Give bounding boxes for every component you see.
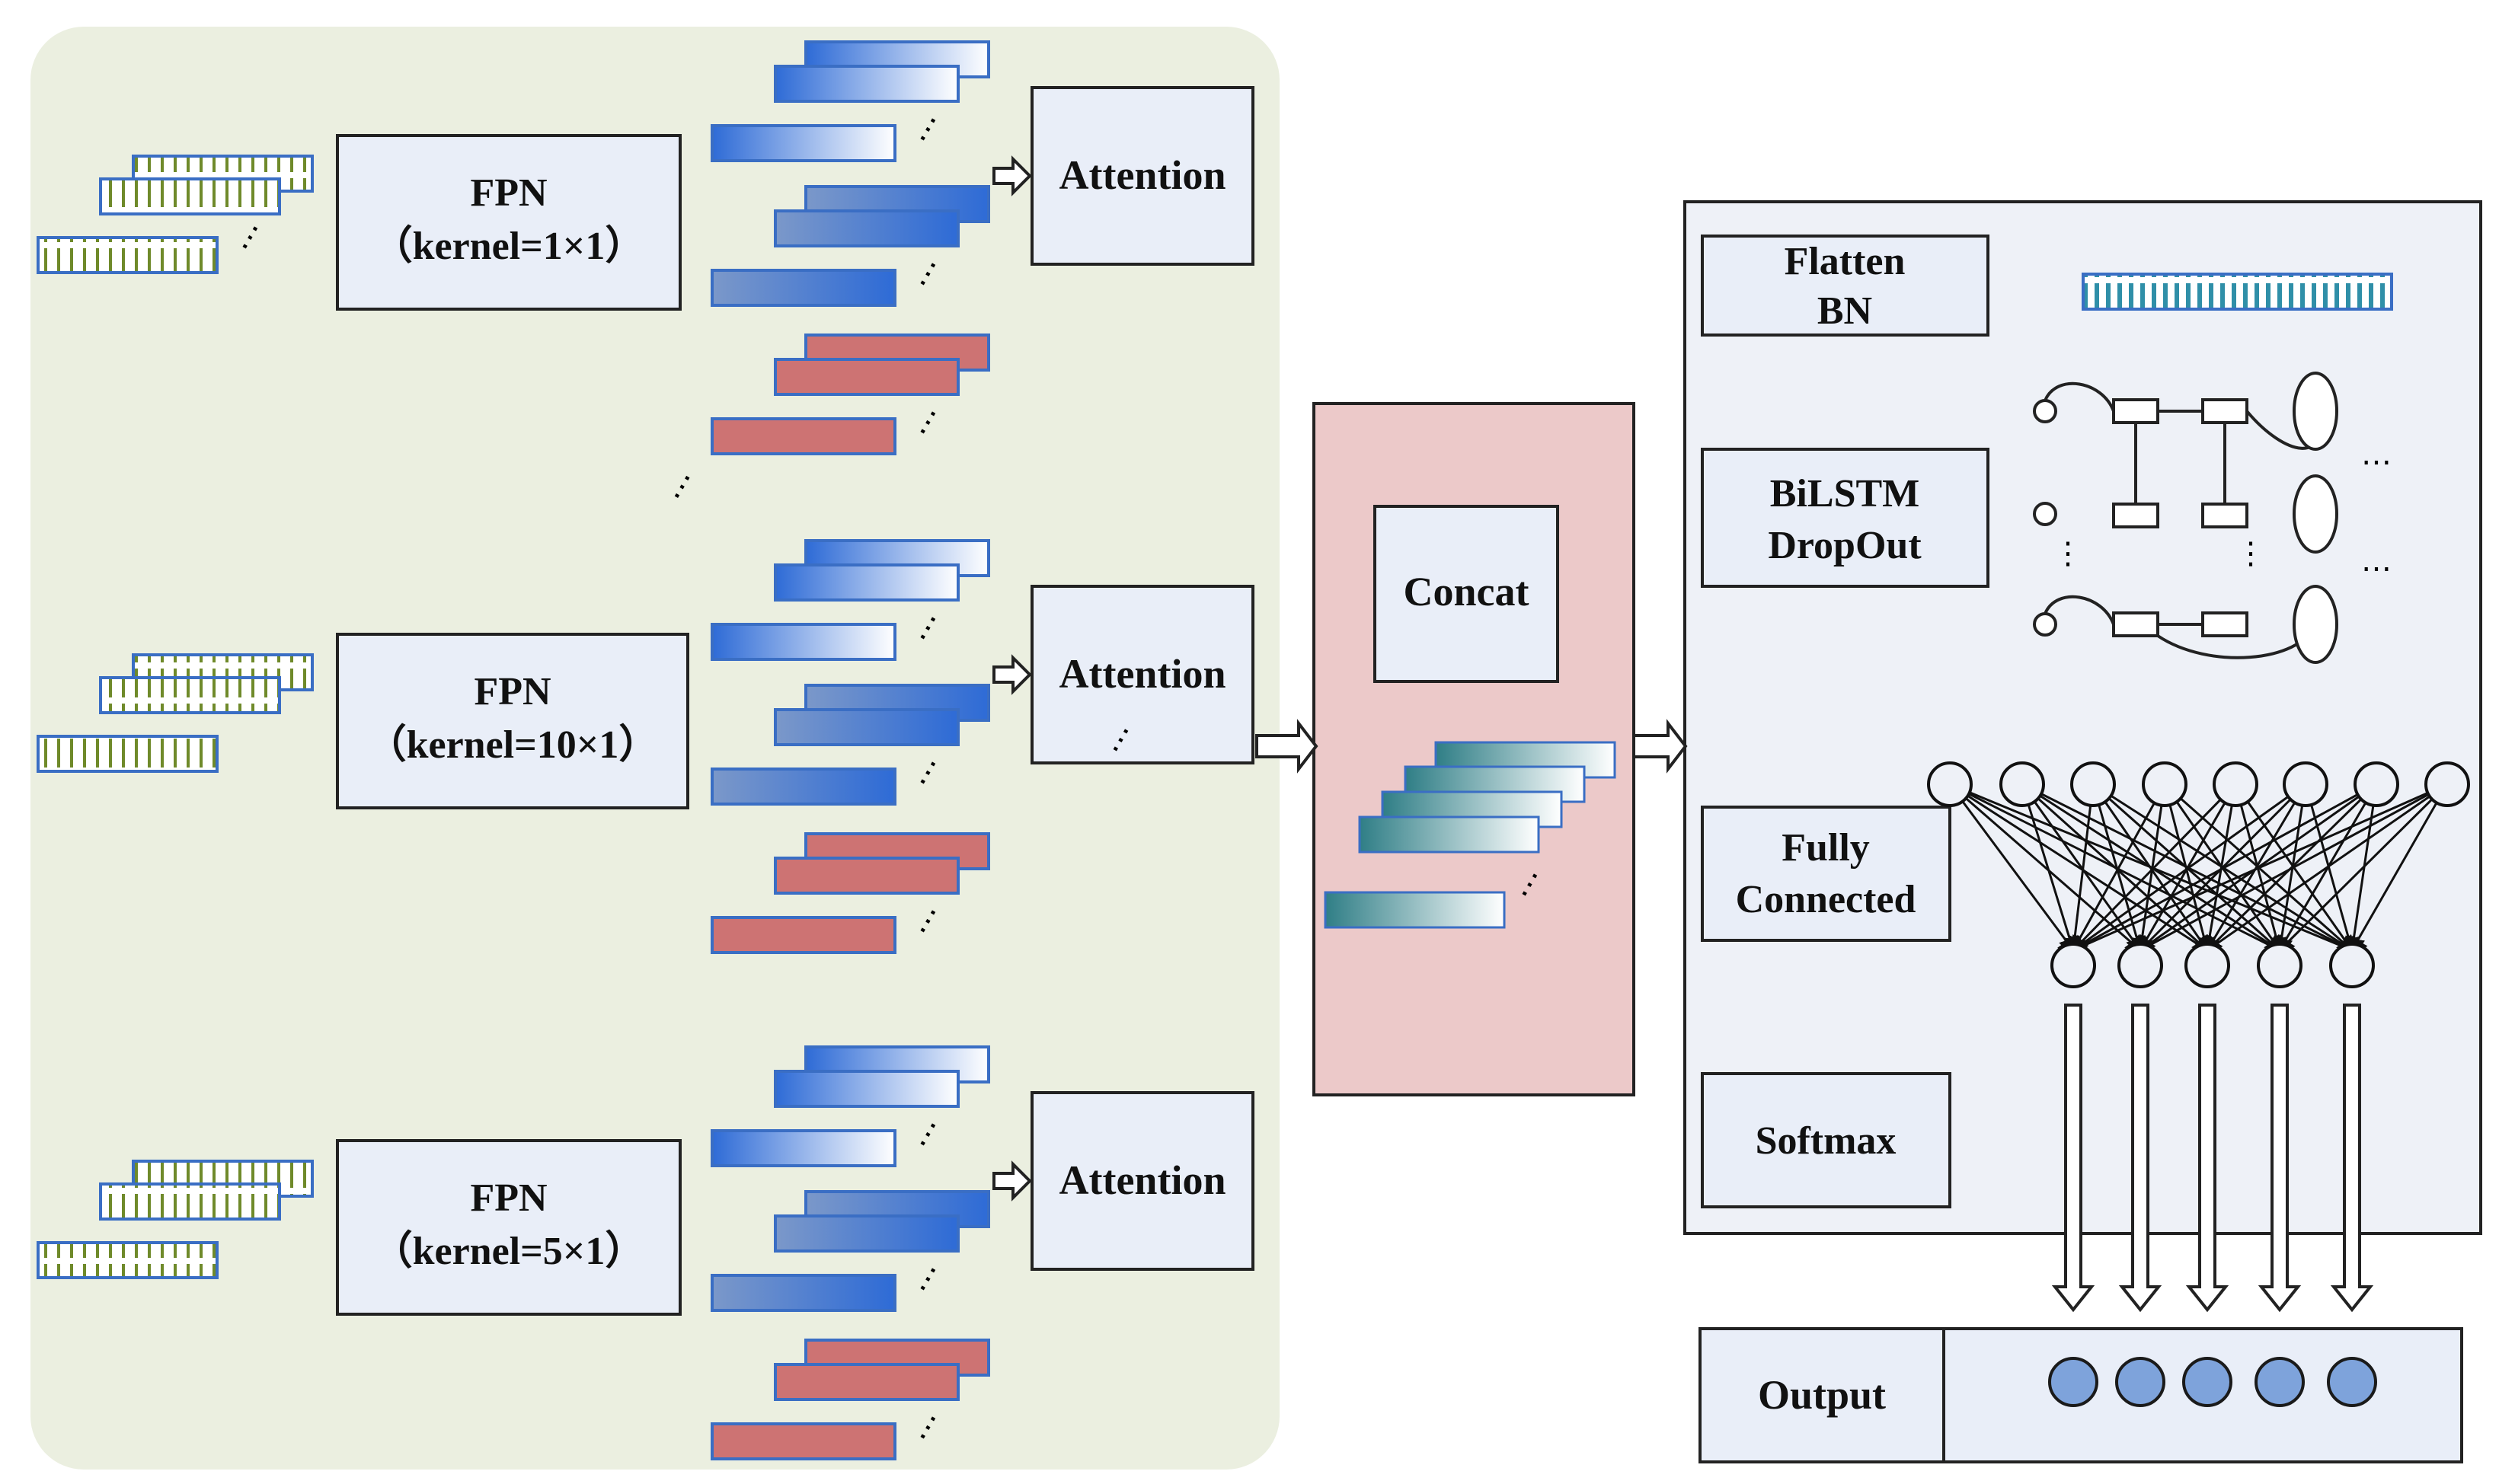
attention-box[interactable] — [1031, 1091, 1254, 1271]
output-node — [2115, 1357, 2165, 1407]
fc-output-node — [2184, 943, 2230, 988]
attention-label: Attention — [1059, 152, 1226, 198]
attention-label: Attention — [1059, 1157, 1226, 1203]
fpn-row-1: …FPN（kernel=1×1）………Attention — [37, 40, 1254, 455]
fpn-title: FPN — [470, 171, 547, 215]
concat-box[interactable] — [1373, 505, 1559, 683]
fpn-box[interactable] — [336, 1139, 682, 1316]
fully-connected-network — [1927, 761, 2470, 988]
fpn-kernel: （kernel=1×1） — [373, 224, 645, 268]
fc-output-node — [2329, 943, 2375, 988]
output-nodes — [2048, 1357, 2377, 1407]
fc-input-node — [2354, 761, 2399, 807]
map-to-attention-arrow — [992, 155, 1032, 196]
softmax-label: Softmax — [1756, 1119, 1897, 1163]
fully-connected-box[interactable] — [1701, 806, 1951, 942]
fc-input-node — [2213, 761, 2258, 807]
bilstm-ellipsis-1: … — [2361, 437, 2392, 472]
fpn-box[interactable] — [336, 633, 689, 809]
attention-to-concat-arrow — [1255, 719, 1318, 774]
bilstm-dropout-box[interactable] — [1701, 448, 1989, 588]
output-node — [2048, 1357, 2098, 1407]
input-feature-maps: … — [37, 714, 1136, 1279]
fpn-row-3: …FPN （kernel=5×1） ……… Attention — [37, 714, 1254, 1460]
map-to-attention-arrow — [992, 1160, 1032, 1202]
output-node — [2182, 1357, 2232, 1407]
concat-to-classifier-arrow — [1632, 719, 1688, 774]
fpn-kernel: （kernel=10×1） — [367, 723, 659, 767]
softmax-box[interactable] — [1701, 1072, 1951, 1208]
attention-box[interactable] — [1031, 86, 1254, 266]
input-feature-maps: … — [37, 461, 698, 773]
attention-label: Attention — [1059, 651, 1226, 697]
bilstm-ellipsis-2: … — [2361, 544, 2392, 579]
fc-output-node — [2257, 943, 2302, 988]
fpn-output-maps: ……… — [711, 539, 990, 954]
fc-output-node — [2050, 943, 2096, 988]
softmax-to-output-arrows — [2051, 1004, 2374, 1313]
fc-output-node — [2117, 943, 2163, 988]
connected-label: Connected — [1736, 878, 1916, 921]
flatten-label: Flatten — [1785, 240, 1906, 283]
map-to-attention-arrow — [992, 654, 1032, 695]
fc-input-node — [2070, 761, 2116, 807]
bilstm-vellipsis-2: ⋮ — [2235, 536, 2266, 571]
fpn-output-maps: ……… — [711, 40, 990, 455]
dropout-label: DropOut — [1768, 524, 1922, 567]
output-node — [2255, 1357, 2305, 1407]
fc-input-node — [2142, 761, 2187, 807]
concat-feature-maps: … — [1324, 741, 1616, 929]
fpn-kernel: （kernel=5×1） — [373, 1229, 645, 1273]
bilstm-vellipsis-1: ⋮ — [2053, 536, 2083, 571]
fpn-row-2: …FPN （kernel=10×1） ……… Attention — [37, 461, 1254, 954]
fpn-box[interactable] — [336, 134, 682, 311]
fpn-title: FPN — [474, 670, 551, 713]
fc-input-node — [1999, 761, 2045, 807]
concat-label: Concat — [1404, 569, 1529, 614]
bilstm-label: BiLSTM — [1770, 472, 1920, 515]
bn-label: BN — [1817, 289, 1872, 333]
fpn-output-maps: ……… — [711, 1045, 990, 1460]
output-label: Output — [1758, 1372, 1886, 1418]
fully-label: Fully — [1782, 826, 1870, 870]
bilstm-schematic — [2033, 372, 2338, 664]
flatten-bn-box[interactable] — [1701, 235, 1989, 337]
fc-input-node — [2283, 761, 2328, 807]
fc-input-node — [1927, 761, 1973, 807]
bn-vector — [2082, 273, 2393, 311]
attention-box[interactable] — [1031, 585, 1254, 764]
output-node — [2327, 1357, 2377, 1407]
fpn-title: FPN — [470, 1176, 547, 1220]
fc-input-node — [2424, 761, 2470, 807]
